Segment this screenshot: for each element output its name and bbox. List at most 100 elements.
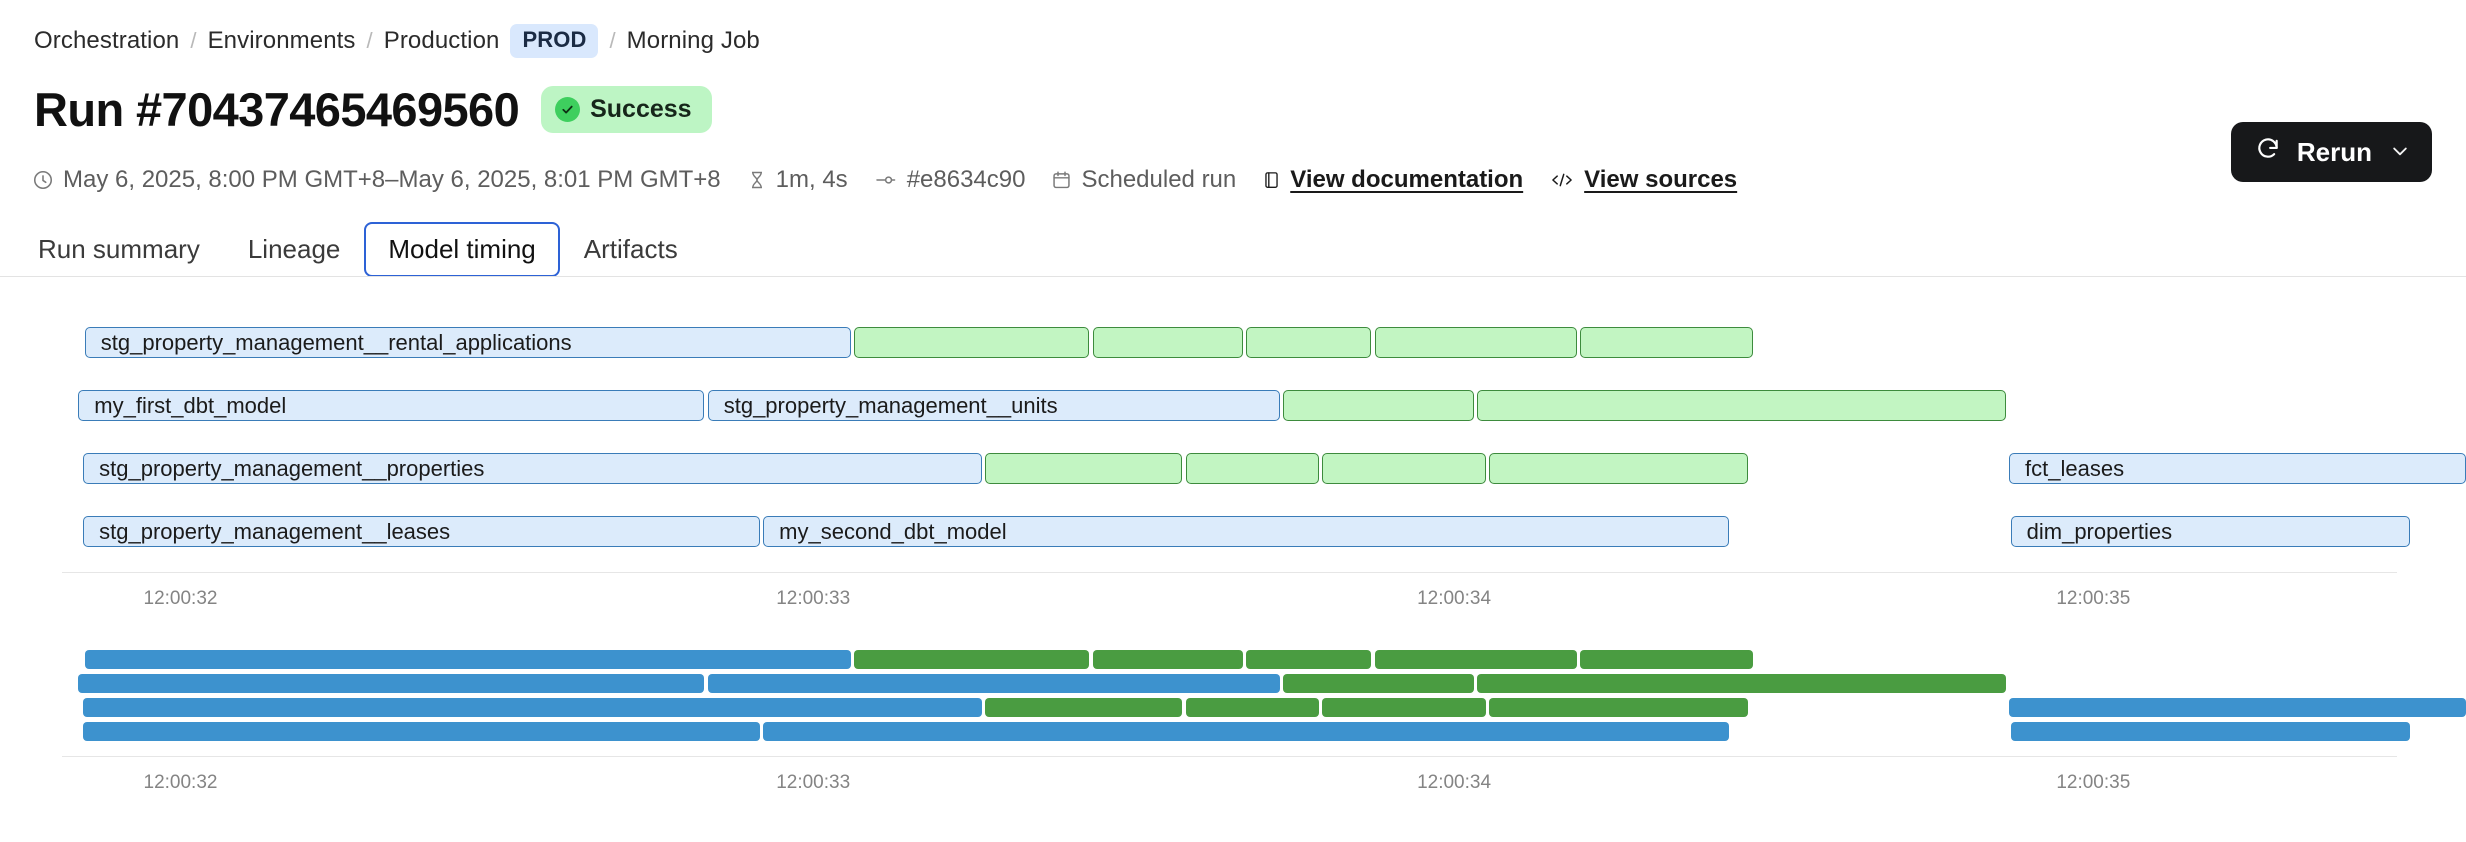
- gantt-bar[interactable]: [1374, 327, 1577, 358]
- breadcrumb-item-orchestration[interactable]: Orchestration: [34, 27, 180, 54]
- gantt-bar-stg_property_management__leases[interactable]: stg_property_management__leases: [83, 516, 760, 547]
- meta-label: #e8634c90: [906, 166, 1026, 193]
- page-title: Run #70437465469560: [34, 83, 520, 136]
- axis-tick-label: 12:00:35: [2056, 772, 2131, 793]
- gantt-bar-label: fct_leases: [2025, 455, 2125, 481]
- breadcrumb-item-production[interactable]: Production: [383, 27, 500, 54]
- meta-label: Scheduled run: [1081, 166, 1237, 193]
- gantt-bar-my_first_dbt_model[interactable]: my_first_dbt_model: [78, 390, 705, 421]
- tab-artifacts[interactable]: Artifacts: [583, 234, 678, 264]
- gantt-bar-stg_property_management__properties[interactable]: stg_property_management__properties: [83, 453, 982, 484]
- gantt-row: stg_property_management__rental_applicat…: [0, 327, 2466, 358]
- meta-calendar-item: Scheduled run: [1051, 166, 1236, 194]
- axis-tick-label: 12:00:35: [2056, 588, 2131, 609]
- gantt-bar[interactable]: [1322, 698, 1486, 717]
- gantt-row: [0, 722, 2466, 741]
- gantt-bar[interactable]: [1185, 453, 1320, 484]
- breadcrumb-separator: /: [609, 28, 616, 53]
- axis-tick-label: 12:00:33: [776, 772, 851, 793]
- gantt-bar[interactable]: [1245, 327, 1372, 358]
- chevron-down-icon[interactable]: [2390, 137, 2410, 168]
- status-badge: Success: [541, 86, 712, 133]
- gantt-row: my_first_dbt_model stg_property_managemen…: [0, 390, 2466, 421]
- meta-label: 1m, 4s: [775, 166, 848, 193]
- gantt-bar-label: stg_property_management__rental_applicat…: [100, 329, 572, 355]
- gantt-bar[interactable]: [1322, 453, 1486, 484]
- meta-commit-item: #e8634c90: [874, 166, 1026, 194]
- breadcrumb-env-badge[interactable]: PROD: [510, 24, 599, 58]
- code-icon: [1549, 169, 1575, 191]
- gantt-bar[interactable]: [2010, 722, 2411, 741]
- model-timing-detail-chart[interactable]: stg_property_management__rental_applicat…: [0, 312, 2466, 609]
- refresh-icon: [2255, 136, 2281, 169]
- gantt-bar[interactable]: [1374, 650, 1577, 669]
- hourglass-icon: [747, 169, 767, 191]
- gantt-bar[interactable]: [854, 650, 1090, 669]
- axis-line: [62, 572, 2397, 573]
- breadcrumb-separator: /: [366, 28, 373, 53]
- rerun-button-label: Rerun: [2296, 136, 2372, 167]
- gantt-bar[interactable]: [83, 698, 982, 717]
- gantt-row: stg_property_management__leases my_second…: [0, 516, 2466, 547]
- meta-label: May 6, 2025, 8:00 PM GMT+8–May 6, 2025, …: [63, 166, 721, 193]
- axis-tick-label: 12:00:32: [143, 588, 218, 609]
- tab-lineage[interactable]: Lineage: [247, 234, 341, 264]
- gantt-bar-label: my_first_dbt_model: [94, 392, 287, 418]
- gantt-bar[interactable]: [1283, 390, 1475, 421]
- meta-clock-item: May 6, 2025, 8:00 PM GMT+8–May 6, 2025, …: [32, 166, 721, 194]
- gantt-row: [0, 698, 2466, 717]
- run-metadata: May 6, 2025, 8:00 PM GMT+8–May 6, 2025, …: [32, 166, 1763, 194]
- gantt-bar[interactable]: [1580, 327, 1753, 358]
- gantt-bar-my_second_dbt_model[interactable]: my_second_dbt_model: [763, 516, 1729, 547]
- tab-run-summary[interactable]: Run summary: [38, 234, 200, 264]
- gantt-bar[interactable]: [1477, 390, 2006, 421]
- gantt-bar[interactable]: [1245, 650, 1372, 669]
- gantt-bar-fct_leases[interactable]: fct_leases: [2009, 453, 2466, 484]
- rerun-button[interactable]: Rerun: [2230, 122, 2432, 182]
- meta-document-item[interactable]: View documentation: [1262, 166, 1523, 194]
- gantt-bar[interactable]: [707, 674, 1281, 693]
- gantt-bar-label: stg_property_management__units: [723, 392, 1058, 418]
- gantt-bar[interactable]: [1092, 650, 1243, 669]
- gantt-bar-stg_property_management__rental_applications[interactable]: stg_property_management__rental_applicat…: [84, 327, 852, 358]
- tab-model-timing[interactable]: Model timing: [364, 222, 560, 277]
- axis-tick-label: 12:00:32: [143, 772, 218, 793]
- gantt-bar[interactable]: [78, 674, 705, 693]
- run-header: Run #70437465469560 Success: [34, 86, 712, 133]
- gantt-bar[interactable]: [84, 650, 852, 669]
- gantt-bar[interactable]: [2009, 698, 2466, 717]
- breadcrumb-item-environments[interactable]: Environments: [207, 27, 356, 54]
- axis-tick-label: 12:00:33: [776, 588, 851, 609]
- gantt-bar[interactable]: [1092, 327, 1243, 358]
- gantt-bar[interactable]: [984, 698, 1183, 717]
- breadcrumb: Orchestration / Environments / Production PRO…: [34, 24, 760, 58]
- gantt-bar-label: stg_property_management__leases: [99, 518, 451, 544]
- gantt-bar[interactable]: [763, 722, 1729, 741]
- gantt-row: [0, 650, 2466, 669]
- gantt-bar[interactable]: [984, 453, 1183, 484]
- gantt-bar-dim_properties[interactable]: dim_properties: [2010, 516, 2411, 547]
- gantt-bar[interactable]: [1580, 650, 1753, 669]
- gantt-row: [0, 674, 2466, 693]
- meta-code-item[interactable]: View sources: [1549, 166, 1737, 194]
- document-icon: [1262, 169, 1281, 191]
- gantt-bar[interactable]: [1283, 674, 1475, 693]
- breadcrumb-item-morning-job: Morning Job: [626, 27, 760, 54]
- gantt-bar-stg_property_management__units[interactable]: stg_property_management__units: [707, 390, 1281, 421]
- calendar-icon: [1051, 169, 1072, 191]
- meta-label: View sources: [1584, 166, 1738, 193]
- gantt-row: stg_property_management__properties fct_l…: [0, 453, 2466, 484]
- gantt-bar[interactable]: [854, 327, 1090, 358]
- tab-bar: Run summary Lineage Model timing Artifacts: [14, 222, 702, 277]
- gantt-bar[interactable]: [1488, 698, 1749, 717]
- clock-icon: [32, 169, 54, 191]
- meta-label: View documentation: [1290, 166, 1524, 193]
- axis-line: [62, 756, 2397, 757]
- gantt-bar[interactable]: [1488, 453, 1749, 484]
- gantt-bar[interactable]: [83, 722, 760, 741]
- gantt-bar[interactable]: [1477, 674, 2006, 693]
- gantt-bar[interactable]: [1185, 698, 1320, 717]
- status-badge-label: Success: [590, 95, 692, 123]
- check-circle-icon: [555, 97, 581, 122]
